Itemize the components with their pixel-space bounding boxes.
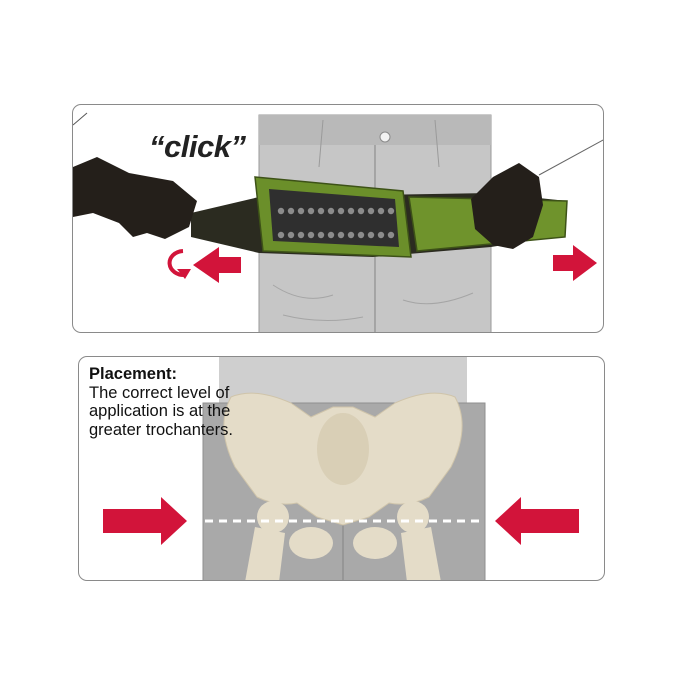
belt-hole [367, 231, 375, 239]
pelvis-placement-illustration [103, 357, 579, 580]
pull-arrow-left-icon [167, 247, 241, 283]
placement-text-block: Placement: The correct level of applicat… [89, 365, 249, 439]
belt-hole [337, 231, 345, 239]
belt-hole [297, 231, 305, 239]
belt-hole [377, 231, 385, 239]
belt-hole [327, 207, 335, 215]
belt-hole [347, 207, 355, 215]
compress-arrow-right-icon [495, 497, 579, 545]
belt-hole [307, 231, 315, 239]
placement-panel: Placement: The correct level of applicat… [78, 356, 605, 581]
belt-fastening-illustration [73, 112, 603, 332]
belt-hole [327, 231, 335, 239]
belt-hole [337, 207, 345, 215]
belt-hole [287, 231, 295, 239]
belt-hole [377, 207, 385, 215]
belt-holes [277, 207, 395, 239]
placement-heading: Placement: [89, 365, 178, 383]
left-hand-glove [73, 112, 197, 239]
belt-hole [347, 231, 355, 239]
placement-body: The correct level of application is at t… [89, 383, 233, 439]
belt-hole [317, 231, 325, 239]
belt-hole [277, 207, 285, 215]
right-hand-glove [471, 139, 603, 249]
belt-fastening-panel: “click” [72, 104, 604, 333]
belt-hole [287, 207, 295, 215]
click-sound-label: “click” [149, 129, 246, 164]
belt-hole [387, 231, 395, 239]
belt-hole [367, 207, 375, 215]
belt-hole [297, 207, 305, 215]
pull-arrow-right-icon [553, 245, 597, 281]
belt-hole [307, 207, 315, 215]
compress-arrow-left-icon [103, 497, 187, 545]
belt-hole [277, 231, 285, 239]
belt-hole [317, 207, 325, 215]
pelvis-bone [223, 392, 463, 580]
belt-hole [357, 207, 365, 215]
belt-hole [387, 207, 395, 215]
belt-hole [357, 231, 365, 239]
